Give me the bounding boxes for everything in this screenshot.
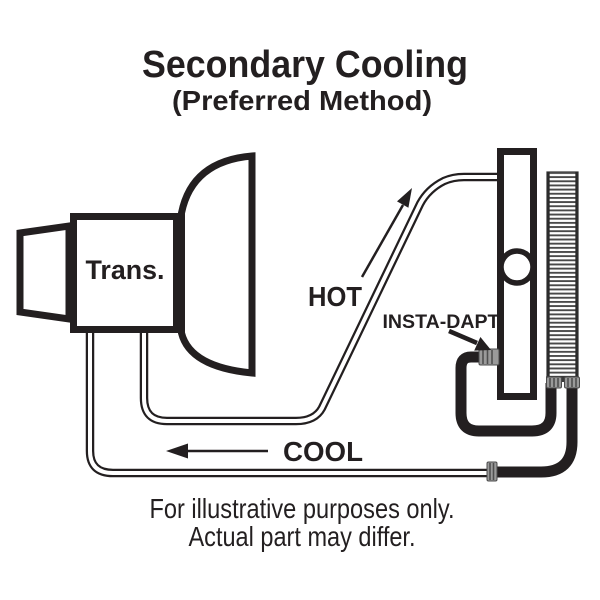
disclaimer-line-2: Actual part may differ. (189, 521, 416, 552)
page-title: Secondary Cooling (142, 44, 468, 86)
insta-dapt-arrowhead-icon (474, 337, 491, 351)
transmission-label: Trans. (86, 255, 165, 285)
cool-flow-arrow (166, 443, 268, 459)
bell-housing (178, 152, 256, 377)
cooler-inlet-fitting (546, 376, 562, 389)
radiator-port (498, 248, 536, 286)
cool-arrowhead-icon (166, 443, 188, 459)
insta-dapt-fitting (478, 348, 500, 366)
cooler-return-hose (496, 383, 578, 478)
insta-dapt-label: INSTA-DAPT (383, 311, 500, 333)
hot-arrowhead-icon (397, 188, 412, 208)
transmission-tailshaft (16, 221, 73, 324)
cooler-outlet-fitting (564, 376, 580, 389)
insta-dapt-pointer-arrow (448, 328, 491, 351)
transmission-body (70, 213, 180, 333)
cooler-fins (547, 172, 578, 380)
transmission: Trans. (16, 152, 256, 377)
disclaimer-line-1: For illustrative purposes only. (150, 493, 455, 524)
page-subtitle: (Preferred Method) (172, 85, 432, 116)
cool-label: COOL (283, 436, 363, 467)
adapter-to-cooler-hose (455, 351, 557, 437)
hose-junction-fitting (486, 461, 498, 482)
hot-label: HOT (308, 281, 362, 312)
hot-hose-line (139, 172, 503, 426)
hot-flow-arrow (360, 188, 412, 278)
auxiliary-cooler (546, 171, 579, 382)
cool-hose-line (85, 333, 492, 478)
radiator (497, 148, 537, 400)
